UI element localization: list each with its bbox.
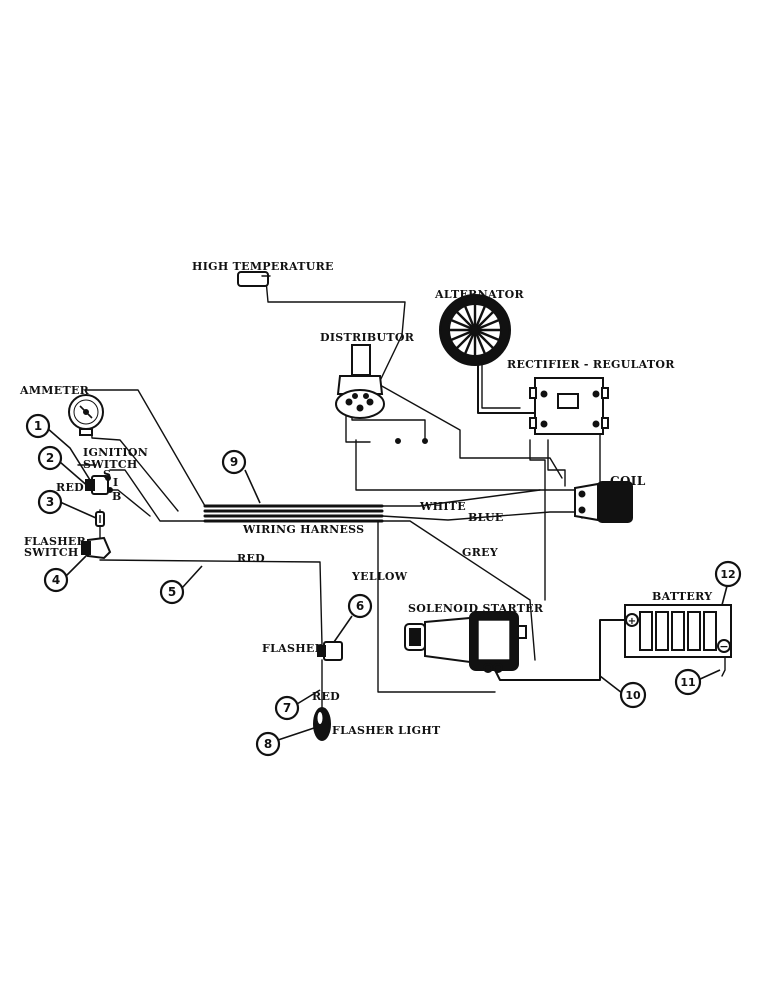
svg-text:6: 6 bbox=[356, 599, 364, 613]
label-white: WHITE bbox=[419, 500, 466, 513]
callout-3: 3 bbox=[37, 489, 63, 515]
ammeter-icon bbox=[68, 394, 104, 436]
label-coil: COIL bbox=[610, 474, 646, 488]
callout-8: 8 bbox=[255, 731, 281, 757]
svg-text:4: 4 bbox=[52, 573, 60, 587]
label-grey: GREY bbox=[462, 546, 498, 559]
label-red-main: RED bbox=[237, 552, 265, 565]
label-flasher-switch-1: FLASHER bbox=[24, 535, 87, 548]
svg-text:3: 3 bbox=[46, 495, 54, 509]
label-red-ignition: RED bbox=[56, 481, 84, 494]
distributor-icon bbox=[335, 344, 428, 444]
svg-text:2: 2 bbox=[46, 451, 54, 465]
svg-text:5: 5 bbox=[168, 585, 176, 599]
label-terminal-b: B bbox=[112, 490, 122, 503]
label-yellow: YELLOW bbox=[351, 570, 408, 583]
svg-text:1: 1 bbox=[34, 419, 42, 433]
callout-1: 1 bbox=[25, 413, 51, 439]
label-terminal-i: I bbox=[113, 476, 118, 489]
svg-text:9: 9 bbox=[230, 455, 238, 469]
callout-9: 9 bbox=[221, 449, 247, 475]
label-ammeter: AMMETER bbox=[19, 384, 90, 397]
label-ignition-switch-1: IGNITION bbox=[83, 446, 148, 459]
svg-text:−: − bbox=[719, 640, 728, 653]
callout-11: 11 bbox=[674, 668, 702, 696]
label-red-flasher: RED bbox=[312, 690, 340, 703]
svg-text:7: 7 bbox=[283, 701, 291, 715]
svg-text:12: 12 bbox=[720, 568, 735, 581]
label-alternator: ALTERNATOR bbox=[434, 288, 525, 301]
callout-4: 4 bbox=[43, 567, 69, 593]
rectifier-regulator-icon bbox=[529, 377, 609, 435]
battery-icon: + − bbox=[624, 604, 732, 658]
label-flasher-light: FLASHER LIGHT bbox=[332, 724, 441, 737]
inline-connector-icon bbox=[95, 511, 105, 527]
label-battery: BATTERY bbox=[652, 590, 712, 603]
label-flasher-switch-2: SWITCH bbox=[24, 546, 79, 559]
coil-icon bbox=[574, 481, 633, 523]
label-solenoid-starter: SOLENOID STARTER bbox=[408, 602, 544, 615]
svg-text:+: + bbox=[628, 616, 636, 627]
callout-7: 7 bbox=[274, 695, 300, 721]
callout-leaders bbox=[46, 427, 728, 741]
alternator-icon bbox=[439, 294, 511, 366]
svg-text:11: 11 bbox=[680, 676, 695, 689]
callout-10: 10 bbox=[619, 681, 647, 709]
label-distributor: DISTRIBUTOR bbox=[320, 331, 415, 344]
wires bbox=[77, 279, 726, 711]
solenoid-starter-icon bbox=[404, 611, 527, 673]
flasher-light-icon bbox=[313, 707, 331, 741]
callout-6: 6 bbox=[347, 593, 373, 619]
label-flasher: FLASHER bbox=[262, 642, 325, 655]
label-ignition-switch-2: SWITCH bbox=[83, 458, 138, 471]
label-wiring-harness: WIRING HARNESS bbox=[242, 523, 364, 536]
callout-2: 2 bbox=[37, 445, 63, 471]
callout-12: 12 bbox=[714, 560, 742, 588]
label-blue: BLUE bbox=[468, 511, 504, 524]
callout-5: 5 bbox=[159, 579, 185, 605]
flasher-icon bbox=[317, 641, 343, 661]
high-temperature-sender-icon bbox=[237, 271, 271, 287]
label-high-temperature: HIGH TEMPERATURE bbox=[192, 260, 334, 273]
svg-text:8: 8 bbox=[264, 737, 272, 751]
label-rectifier-regulator: RECTIFIER - REGULATOR bbox=[507, 358, 675, 371]
svg-text:10: 10 bbox=[625, 689, 641, 702]
label-terminal-s: S bbox=[103, 468, 111, 481]
